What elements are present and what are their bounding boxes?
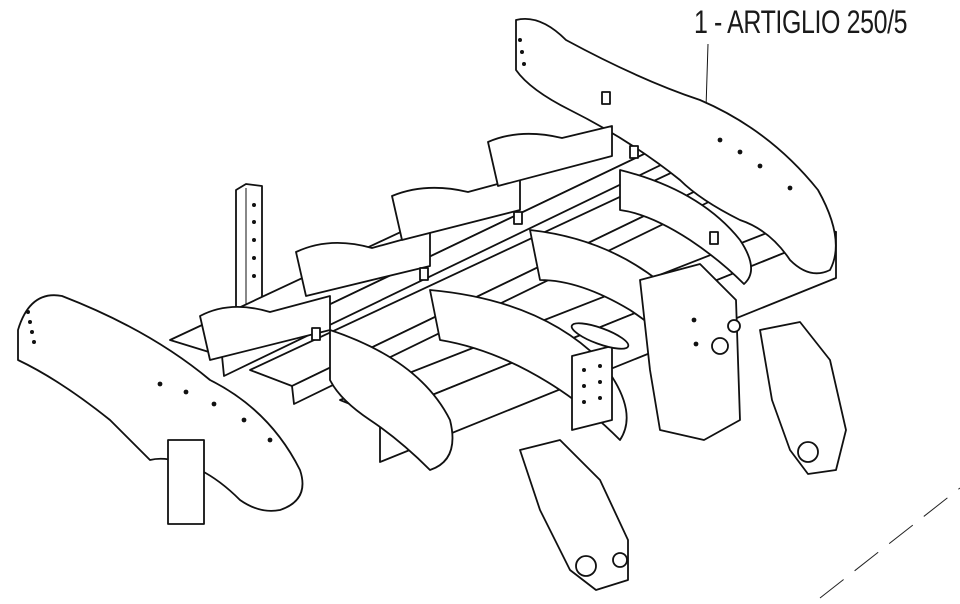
right-side-plate [515, 18, 837, 275]
part-callout-label: 1 - ARTIGLIO 250/5 [694, 4, 908, 40]
main-frame-beams [169, 119, 837, 463]
top-brackets [199, 125, 613, 361]
valve-block [570, 322, 630, 431]
callout-leader-line [705, 43, 709, 109]
left-side-plate [17, 294, 304, 525]
tine-shanks [519, 263, 847, 591]
tine-holders [329, 169, 752, 471]
top-pins [311, 91, 719, 341]
dashed-axis-line [819, 487, 960, 599]
